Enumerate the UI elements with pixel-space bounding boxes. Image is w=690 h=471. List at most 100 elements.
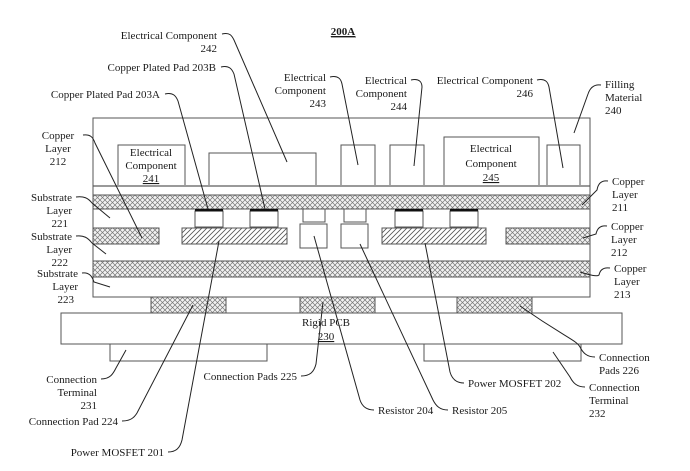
label-connection-pad-224: Connection Pad 224: [29, 416, 119, 428]
label-substrate-223-ref: 223: [58, 294, 75, 306]
connection-terminal-232: [423, 343, 582, 362]
connection-pad-225: [299, 296, 376, 314]
copper-layer-211: [92, 194, 591, 210]
rigid-pcb-label: Rigid PCB: [302, 317, 350, 329]
leader-ec242: [221, 33, 288, 163]
label-substrate-222-ref: 222: [52, 257, 69, 269]
ec241-ref: 241: [143, 173, 160, 185]
label-substrate-221-ref: 221: [52, 218, 69, 230]
label-copper-211: Layer: [612, 189, 638, 201]
leader-connection-terminal-232: [552, 351, 586, 388]
label-copper-212-left-ref: 212: [50, 156, 67, 168]
label-copper-212-left: Copper: [42, 130, 75, 142]
label-connection-pads-226: Connection: [599, 352, 650, 364]
label-substrate-223: Substrate: [37, 268, 78, 280]
copper-plated-pad-mosfet202-b: [450, 209, 478, 212]
leader-connection-terminal-231: [100, 349, 127, 380]
leader-substrate-221: [75, 196, 111, 219]
label-copper-211: Copper: [612, 176, 645, 188]
leader-connection-pads-226: [519, 305, 596, 358]
electrical-component-243: [340, 144, 376, 187]
leader-substrate-223: [81, 272, 111, 288]
ec245-text: Electrical: [470, 143, 512, 155]
label-ec243: Electrical: [284, 72, 326, 84]
resistor-204: [299, 223, 328, 249]
label-power-mosfet-201: Power MOSFET 201: [71, 447, 164, 459]
connection-pad-226: [456, 296, 533, 314]
ec245-ref: 245: [483, 172, 500, 184]
label-substrate-221: Layer: [46, 205, 72, 217]
electrical-component-246: [546, 144, 581, 187]
leader-ec244: [410, 79, 423, 167]
ec245-text: Component: [465, 158, 516, 170]
label-copper-212-right: Copper: [611, 221, 644, 233]
label-ec246: Electrical Component: [437, 75, 533, 87]
component-base-line: [93, 185, 590, 187]
label-ec242: Electrical Component: [121, 30, 217, 42]
leader-substrate-222: [75, 235, 107, 255]
label-cpp203b: Copper Plated Pad 203B: [108, 62, 216, 74]
leader-resistor-204: [313, 235, 375, 411]
label-ec243-ref: 243: [310, 98, 327, 110]
power-mosfet-202: [381, 227, 487, 245]
leader-ec246: [536, 79, 564, 169]
label-ec244: Electrical: [365, 75, 407, 87]
label-power-mosfet-202: Power MOSFET 202: [468, 378, 561, 390]
figure-title: 200A: [331, 26, 356, 38]
electrical-component-241: [117, 144, 186, 187]
label-connection-terminal-231: Terminal: [57, 387, 97, 399]
leader-connection-pads-225: [300, 301, 324, 377]
label-resistor-204: Resistor 204: [378, 405, 434, 417]
label-connection-terminal-232: Connection: [589, 382, 640, 394]
connection-terminal-231: [109, 343, 268, 362]
label-copper-212-right: Layer: [611, 234, 637, 246]
copper-plated-pad-mosfet202-a: [395, 209, 423, 212]
resistor-205: [340, 223, 369, 249]
label-ec243: Component: [275, 85, 326, 97]
copper-plated-pad-203a-body: [194, 210, 224, 228]
rigid-pcb-ref: 230: [318, 331, 335, 343]
label-substrate-222: Substrate: [31, 231, 72, 243]
label-substrate-223: Layer: [52, 281, 78, 293]
copper-layer-212-left: [92, 227, 160, 245]
leader-resistor-205: [359, 243, 449, 411]
resistor-204-terminal: [302, 208, 326, 223]
power-mosfet-201: [181, 227, 288, 245]
label-filling-material: Material: [605, 92, 642, 104]
copper-plated-pad-203b: [250, 209, 278, 212]
electrical-component-242: [208, 152, 317, 187]
label-connection-terminal-231-ref: 231: [81, 400, 98, 412]
label-connection-pads-225: Connection Pads 225: [204, 371, 298, 383]
label-connection-pads-226: Pads 226: [599, 365, 640, 377]
label-copper-212-left: Layer: [45, 143, 71, 155]
copper-layer-212-right: [505, 227, 591, 245]
label-connection-terminal-232: Terminal: [589, 395, 629, 407]
label-connection-terminal-231: Connection: [46, 374, 97, 386]
label-copper-211-ref: 211: [612, 202, 628, 214]
label-connection-terminal-232-ref: 232: [589, 408, 606, 420]
ec241-text: Component: [125, 160, 176, 172]
leader-copper-211: [581, 180, 609, 206]
label-filling-material-ref: 240: [605, 105, 622, 117]
leader-cpp203b: [220, 66, 266, 210]
leader-copper-212-right: [582, 225, 608, 239]
leader-power-mosfet-202: [424, 242, 465, 384]
label-copper-213-ref: 213: [614, 289, 631, 301]
leader-ec243: [329, 76, 359, 166]
electrical-component-244: [389, 144, 425, 187]
leader-copper-212-left: [82, 134, 143, 239]
label-copper-213: Copper: [614, 263, 647, 275]
copper-plated-pad-mosfet202-b-body: [449, 210, 479, 228]
connection-pad-224: [150, 296, 227, 314]
copper-plated-pad-203b-body: [249, 210, 279, 228]
copper-plated-pad-203a: [195, 209, 223, 212]
label-ec244-ref: 244: [391, 101, 408, 113]
label-copper-213: Layer: [614, 276, 640, 288]
leader-connection-pad-224: [121, 304, 194, 422]
leader-copper-213: [579, 267, 611, 277]
label-substrate-221: Substrate: [31, 192, 72, 204]
label-resistor-205: Resistor 205: [452, 405, 508, 417]
label-ec242-ref: 242: [201, 43, 218, 55]
label-ec246-ref: 246: [517, 88, 534, 100]
copper-plated-pad-mosfet202-a-body: [394, 210, 424, 228]
